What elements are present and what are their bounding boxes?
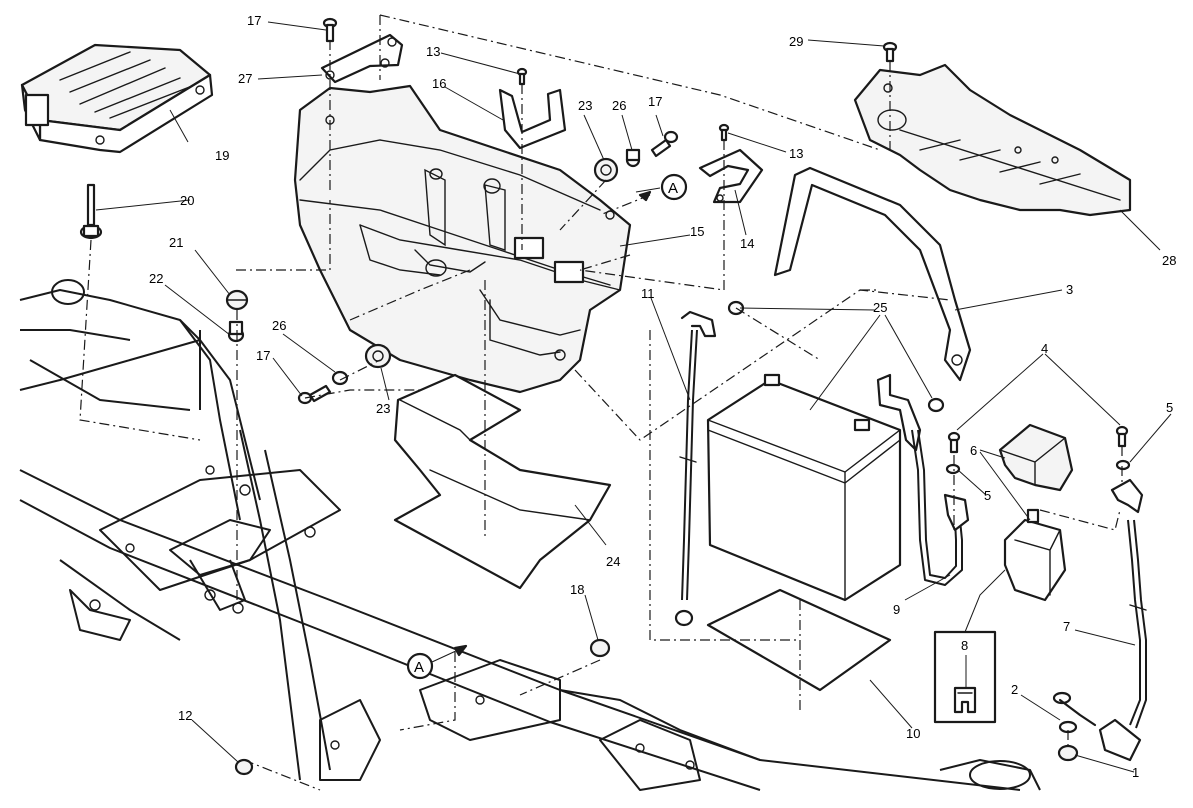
nut-and-washer	[1057, 720, 1079, 762]
rubber-bushing-left	[364, 343, 392, 369]
callout-7: 7	[1063, 619, 1070, 634]
callout-1: 1	[1132, 765, 1139, 780]
callout-26a: 26	[612, 98, 626, 113]
callout-3: 3	[1066, 282, 1073, 297]
connector-ring	[1052, 691, 1097, 727]
callout-18: 18	[570, 582, 584, 597]
motorcycle-frame	[19, 279, 1041, 791]
stud-bolt	[79, 183, 103, 240]
callout-28: 28	[1162, 253, 1176, 268]
cover-screw	[882, 41, 898, 63]
callout-14: 14	[740, 236, 754, 251]
starter-relay	[1003, 508, 1067, 602]
bolt-top	[650, 130, 679, 158]
callout-21: 21	[169, 235, 183, 250]
spacer-left	[331, 370, 349, 386]
starter-cable	[1098, 478, 1147, 762]
callout-17c: 17	[256, 348, 270, 363]
callout-labels: 1 2 3 4 5 5 6 7 8 9 10 11 12 13 13 14 15…	[149, 13, 1176, 780]
fuse-inset	[933, 630, 997, 724]
spacer-top	[625, 148, 641, 168]
callout-12: 12	[178, 708, 192, 723]
frame-grommet	[589, 638, 611, 658]
callout-5a: 5	[1166, 400, 1173, 415]
callout-16: 16	[432, 76, 446, 91]
relay-screw-2	[1115, 425, 1129, 448]
small-screw	[516, 67, 528, 86]
relay-washer-2	[1115, 459, 1131, 471]
battery-clip	[498, 88, 567, 150]
callout-22: 22	[149, 271, 163, 286]
rubber-mat	[393, 373, 612, 590]
battery-strap	[773, 166, 972, 382]
relay-screw-1	[947, 431, 961, 454]
marker-a-bottom-label: A	[414, 659, 424, 676]
positive-lead	[911, 429, 970, 586]
top-cover	[853, 63, 1132, 217]
callout-19: 19	[215, 148, 229, 163]
marker-a-top-label: A	[668, 180, 678, 197]
connection-marker-bottom: A	[406, 644, 468, 680]
battery	[706, 373, 922, 602]
callout-27: 27	[238, 71, 252, 86]
assembly-lines	[79, 14, 1123, 791]
battery-tray	[293, 84, 632, 394]
rubber-bushing-top	[593, 157, 619, 183]
relay-washer-1	[945, 463, 961, 475]
callout-13a: 13	[426, 44, 440, 59]
terminal-bolt-2	[927, 397, 945, 413]
ecu-control-unit	[20, 43, 214, 154]
callout-25: 25	[873, 300, 887, 315]
callout-17b: 17	[648, 94, 662, 109]
leader-lines	[95, 21, 1172, 773]
callout-29: 29	[789, 34, 803, 49]
callout-6: 6	[970, 443, 977, 458]
callout-23b: 23	[376, 401, 390, 416]
callout-2: 2	[1011, 682, 1018, 697]
callout-15: 15	[690, 224, 704, 239]
callout-26b: 26	[272, 318, 286, 333]
relay-cover	[998, 423, 1074, 492]
callout-5b: 5	[984, 488, 991, 503]
negative-cable	[674, 310, 717, 627]
callout-11: 11	[641, 286, 655, 301]
callout-23a: 23	[578, 98, 592, 113]
spacer	[227, 320, 245, 343]
battery-bracket	[698, 148, 764, 204]
callout-10: 10	[906, 726, 920, 741]
rubber-grommet	[225, 289, 249, 311]
callout-9: 9	[893, 602, 900, 617]
callout-24: 24	[606, 554, 620, 569]
callout-8: 8	[961, 638, 968, 653]
mounting-bracket	[320, 33, 404, 84]
connection-marker-top: A	[635, 173, 688, 202]
small-screw-2	[718, 123, 730, 142]
battery-pad	[706, 588, 892, 692]
callout-17a: 17	[247, 13, 261, 28]
callout-20: 20	[180, 193, 194, 208]
callout-13b: 13	[789, 146, 803, 161]
callout-4: 4	[1041, 341, 1048, 356]
